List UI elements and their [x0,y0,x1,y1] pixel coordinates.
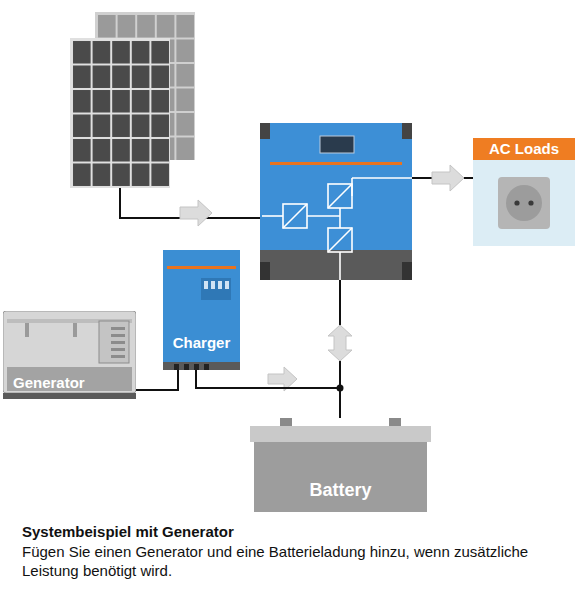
acloads-label: AC Loads [489,140,559,158]
wire-connector [136,370,178,390]
figure-title: Systembeispiel mit Generator [22,522,567,541]
wire-connector [196,370,340,418]
charger-label: Charger [173,334,231,352]
generator-box: Generator [3,311,136,399]
generator-label: Generator [13,374,85,392]
inverter-unit [260,123,412,280]
acloads-box: AC Loads [473,138,575,246]
solar-panels [70,12,195,188]
text-holder: Generator [3,311,136,392]
battery-box: Battery [250,418,431,512]
text-holder: AC Loads [473,138,575,158]
text-holder: Battery [250,418,431,501]
charger-shape [163,250,240,370]
charger-box: Charger [163,250,240,370]
battery-label: Battery [309,480,371,501]
figure-caption: Fügen Sie einen Generator und eine Batte… [22,542,567,580]
text-holder: Charger [163,250,240,352]
